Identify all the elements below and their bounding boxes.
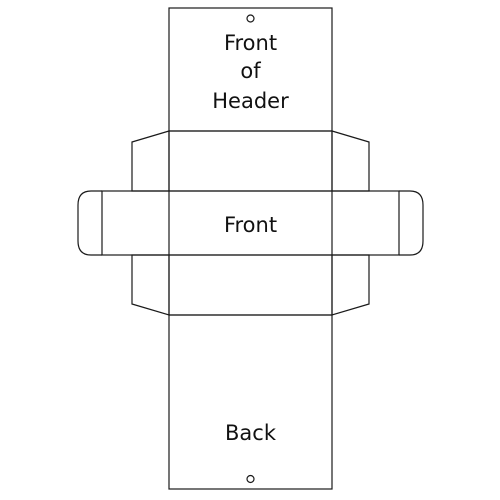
header-label-line-3: Header — [212, 89, 289, 113]
header-label-line-1: Front — [224, 31, 277, 55]
bottom-right-dust-flap — [331, 254, 370, 316]
top-right-dust-flap — [331, 130, 370, 192]
right-glue-tab — [399, 190, 424, 256]
top-panel — [168, 130, 333, 192]
front-panel-label: Front — [224, 213, 277, 237]
bottom-panel — [168, 254, 333, 316]
back-panel-label: Back — [225, 421, 277, 445]
back-panel — [168, 314, 333, 490]
hang-hole-top — [246, 14, 255, 23]
top-left-dust-flap — [131, 130, 170, 192]
bottom-left-dust-flap — [131, 254, 170, 316]
header-label-line-2: of — [240, 59, 261, 83]
hang-hole-bottom — [246, 474, 255, 484]
left-glue-tab — [77, 190, 102, 256]
